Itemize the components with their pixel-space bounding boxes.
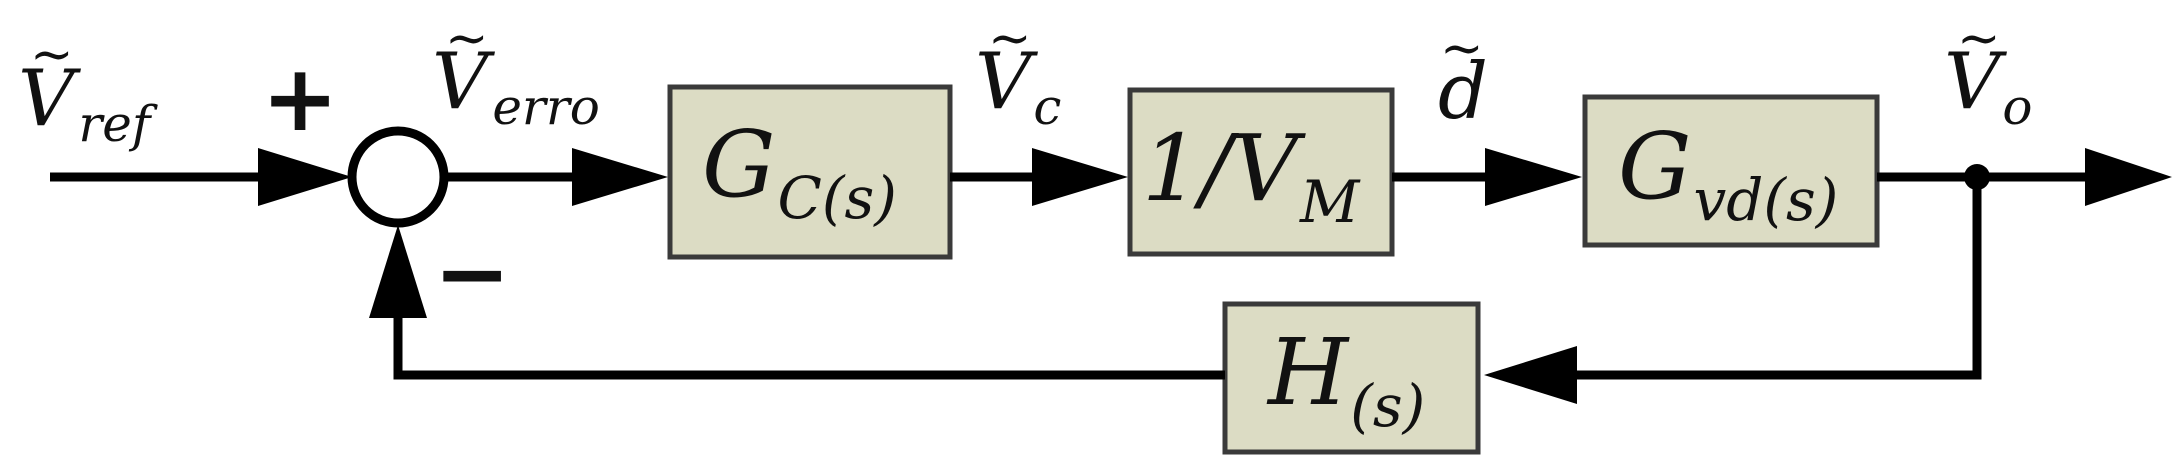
arrow-error — [572, 148, 668, 206]
block-plant — [1582, 94, 1880, 248]
summing-junction — [347, 126, 449, 228]
block-plant-label: Gvd(s) — [1618, 113, 1838, 234]
wire-feedback-down — [1570, 177, 1982, 380]
block-feedback-label: H(s) — [1266, 319, 1425, 440]
tilde-mark: ~ — [1440, 19, 1484, 79]
signal-ref: ~ Vref — [18, 25, 158, 153]
block-modulator — [1127, 87, 1395, 257]
arrow-feedback-sum — [369, 225, 427, 318]
signal-control: ~ Vc — [975, 9, 1061, 136]
tilde-mark: ~ — [445, 9, 489, 69]
block-modulator-label: 1/VM — [1142, 115, 1361, 236]
block-feedback-sub: (s) — [1350, 372, 1425, 440]
signal-ref-sub: ref — [78, 95, 157, 153]
block-plant-sub: vd(s) — [1694, 166, 1839, 234]
block-modulator-main: 1/V — [1142, 115, 1307, 222]
minus-sign: − — [433, 220, 510, 327]
tilde-mark: ~ — [30, 25, 74, 85]
signal-output-sub: o — [2002, 78, 2032, 136]
signal-error-sub: erro — [492, 78, 600, 136]
svg-text:Verro: Verro — [432, 37, 600, 136]
tilde-mark: ~ — [1957, 9, 2001, 69]
signal-error: ~ Verro — [432, 9, 600, 136]
block-feedback — [1222, 301, 1481, 455]
arrow-duty — [1485, 148, 1582, 206]
arrow-output — [2085, 148, 2172, 206]
tilde-mark: ~ — [988, 9, 1032, 69]
signal-output: ~ Vo — [1944, 9, 2032, 136]
arrow-feedback — [1484, 346, 1577, 404]
signal-ref-main: V — [18, 54, 81, 144]
block-compensator-label: GC(s) — [702, 111, 897, 232]
block-compensator-sub: C(s) — [778, 164, 897, 232]
svg-text:Vref: Vref — [18, 54, 158, 153]
signal-duty-label: d — [1438, 47, 1488, 137]
arrow-ref — [258, 148, 352, 206]
signal-control-sub: c — [1033, 78, 1061, 136]
plus-sign: + — [261, 45, 338, 152]
block-feedback-main: H — [1266, 319, 1350, 426]
wire-feedback-return — [393, 310, 1225, 380]
svg-text:Vo: Vo — [1944, 37, 2032, 136]
block-modulator-sub: M — [1299, 168, 1361, 236]
block-plant-main: G — [1618, 113, 1692, 220]
signal-duty: ~ d — [1438, 19, 1488, 137]
signal-output-main: V — [1944, 37, 2007, 127]
signal-control-main: V — [975, 37, 1038, 127]
arrow-control — [1032, 148, 1128, 206]
signal-error-main: V — [432, 37, 495, 127]
block-compensator — [667, 84, 953, 260]
block-compensator-main: G — [702, 111, 776, 218]
svg-text:Vc: Vc — [975, 37, 1061, 136]
